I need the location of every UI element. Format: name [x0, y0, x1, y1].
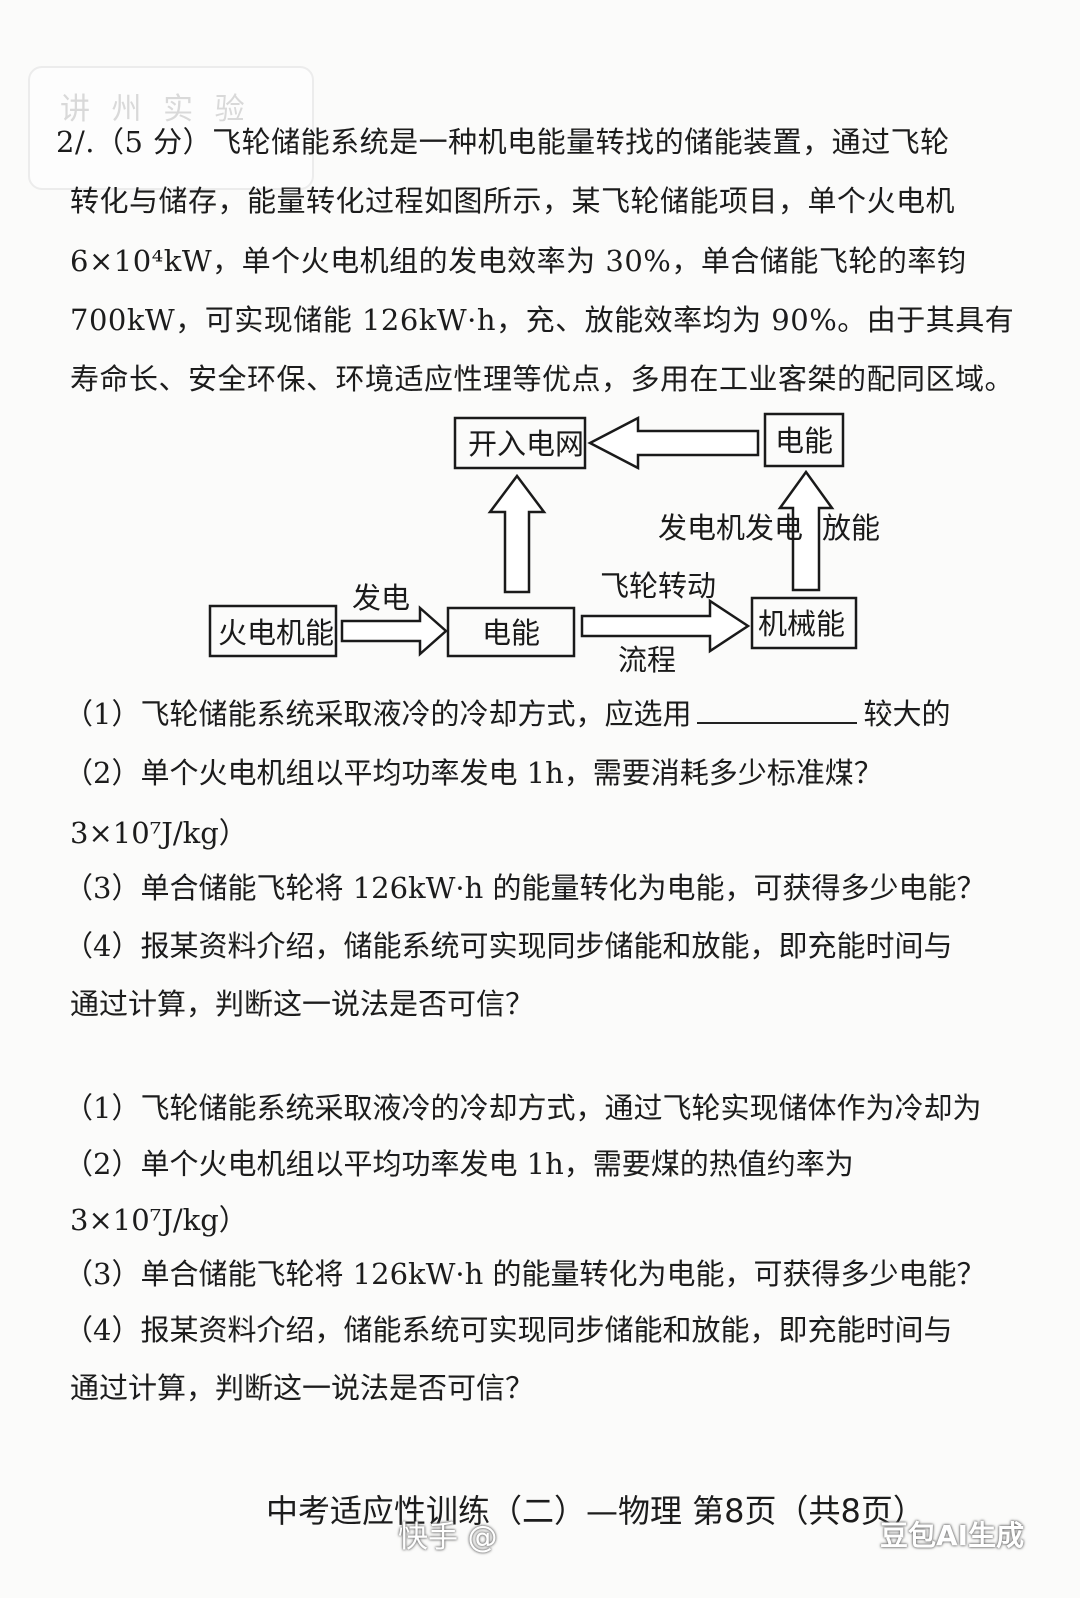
question-b2: （2）单个火电机组以平均功率发电 1h，需要煤的热值约率为 [64, 1147, 854, 1181]
question-b4-cont: 通过计算，判断这一说法是否可信？ [70, 1371, 535, 1405]
arrow-fire-to-elec [340, 605, 448, 657]
label-box-elec-mid: 电能 [482, 616, 540, 650]
page-footer: 中考适应性训练（二）—物理 第8页（共8页） [266, 1492, 925, 1530]
intro-line-2: 转化与储存，能量转化过程如图所示，某飞轮储能项目，单个火电机 [70, 184, 956, 218]
question-b3: （3）单合储能飞轮将 126kW·h 的能量转化为电能，可获得多少电能？ [64, 1257, 986, 1291]
stamp-overlay-box [28, 66, 314, 190]
question-b2-cont: 3×10⁷J/kg） [70, 1203, 248, 1237]
question-a1: （1）飞轮储能系统采取液冷的冷却方式，应选用 较大的 [64, 696, 950, 732]
question-a3: （3）单合储能飞轮将 126kW·h 的能量转化为电能，可获得多少电能？ [64, 871, 986, 905]
label-box-mech: 机械能 [758, 607, 845, 641]
arrow-up-to-grid [487, 473, 547, 594]
intro-line-4: 700kW，可实现储能 126kW·h，充、放能效率均为 90%。由于其具有 [70, 303, 1015, 337]
intro-line-5: 寿命长、安全环保、环境适应性理等优点，多用在工业客桀的配同区域。 [70, 362, 1015, 396]
watermark-kuaishou: 快手 @ [398, 1520, 498, 1555]
label-generator: 发电机发电 [658, 511, 803, 545]
label-liucheng: 流程 [618, 643, 676, 677]
question-a1-post: 较大的 [863, 697, 951, 731]
box-elec-mid [446, 606, 576, 658]
question-a4: （4）报某资料介绍，储能系统可实现同步储能和放能，即充能时间与 [64, 929, 953, 963]
watermark-ai: 豆包AI生成 [880, 1519, 1025, 1552]
label-fadian: 发电 [352, 581, 410, 615]
box-grid [453, 416, 587, 470]
arrow-elec-to-mech [580, 598, 751, 654]
question-a4-cont: 通过计算，判断这一说法是否可信？ [70, 987, 535, 1021]
intro-line-1: 2/.（5 分）飞轮储能系统是一种机电能量转找的储能装置，通过飞轮 [56, 125, 950, 159]
box-fire [208, 604, 338, 658]
arrow-to-grid [587, 415, 760, 471]
box-mech [750, 596, 858, 650]
label-box-grid: 开入电网 [468, 427, 584, 461]
answer-blank[interactable] [697, 696, 858, 724]
question-a1-text: （1）飞轮储能系统采取液冷的冷却方式，应选用 [64, 697, 692, 731]
question-a2-cont: 3×10⁷J/kg） [70, 816, 248, 850]
energy-flow-diagram: 开入电网 电能 火电机能 电能 机械能 发电 飞轮转动 流程 发电机发电 放能 [208, 412, 880, 677]
label-release: 放能 [822, 511, 880, 545]
question-a2: （2）单个火电机组以平均功率发电 1h，需要消耗多少标准煤？ [64, 756, 883, 790]
box-elec-top [763, 412, 845, 468]
label-box-elec-top: 电能 [775, 424, 833, 458]
question-b4: （4）报某资料介绍，储能系统可实现同步储能和放能，即充能时间与 [64, 1313, 953, 1347]
arrow-up-to-elec [777, 469, 835, 592]
question-b1: （1）飞轮储能系统采取液冷的冷却方式，通过飞轮实现储体作为冷却为 [64, 1091, 982, 1125]
label-flywheel: 飞轮转动 [600, 569, 716, 603]
label-box-fire: 火电机能 [218, 616, 334, 650]
intro-line-3: 6×10⁴kW，单个火电机组的发电效率为 30%，单合储能飞轮的率钧 [70, 244, 967, 278]
stamp-text: 讲 州 实 验 [60, 92, 251, 127]
